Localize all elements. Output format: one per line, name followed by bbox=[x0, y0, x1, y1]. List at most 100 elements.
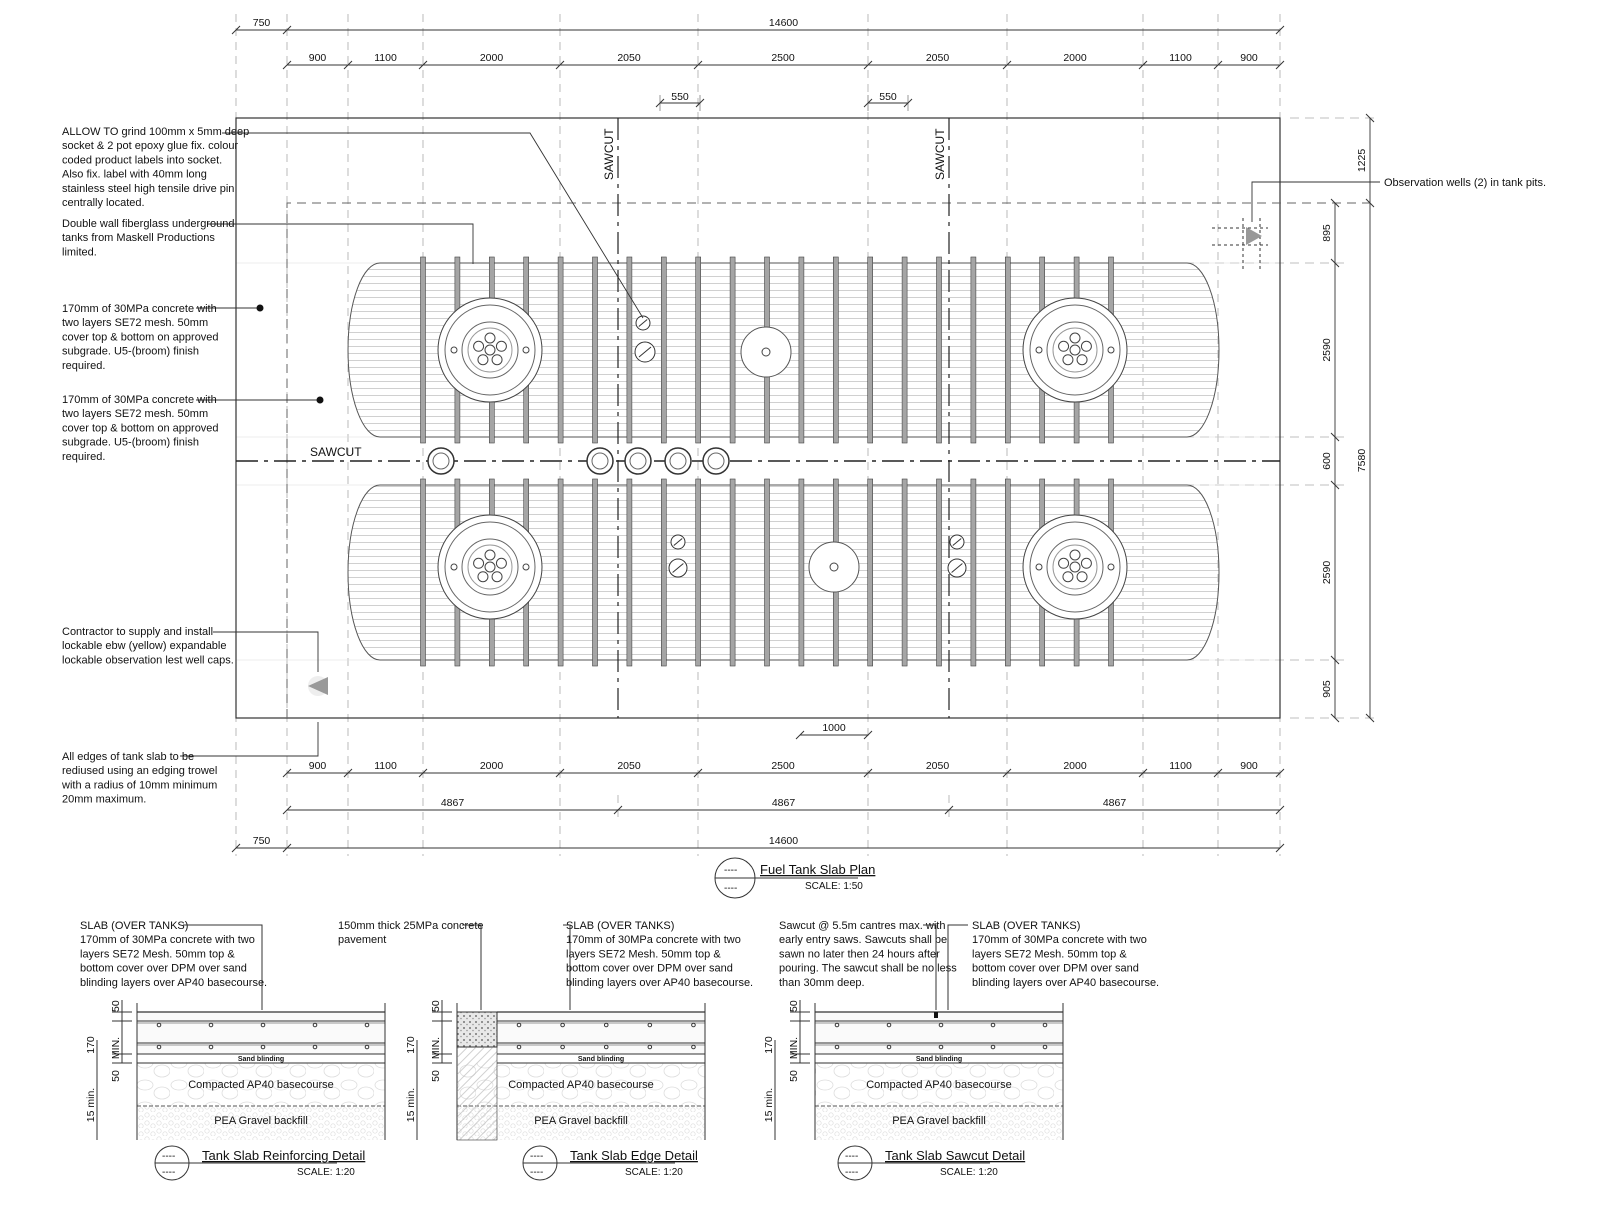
manway-port bbox=[1069, 344, 1081, 356]
rebar-icon bbox=[364, 1044, 370, 1050]
sand-blinding-label: Sand blinding bbox=[578, 1056, 624, 1063]
rebar-icon bbox=[603, 1022, 609, 1028]
dimension-tick bbox=[343, 60, 353, 70]
note-grind: centrally located. bbox=[62, 197, 145, 209]
dimension-tick bbox=[282, 843, 292, 853]
manway-port bbox=[1107, 346, 1115, 354]
sand-blinding-label: Sand blinding bbox=[916, 1056, 962, 1063]
tank-rib bbox=[798, 256, 805, 444]
note-edges: All edges of tank slab to be bbox=[62, 751, 194, 763]
dimension-label: 550 bbox=[879, 91, 897, 103]
detail-scale: SCALE: 1:20 bbox=[297, 1167, 355, 1178]
dimension-label: 2500 bbox=[771, 52, 795, 64]
plan-bubble-ref: ---- bbox=[724, 865, 737, 876]
manway-icon bbox=[437, 297, 543, 403]
dimension-tick bbox=[1330, 432, 1340, 442]
dimension-tick bbox=[693, 60, 703, 70]
gravel-label: PEA Gravel backfill bbox=[214, 1115, 308, 1127]
gravel-layer bbox=[457, 1106, 705, 1140]
manway-icon bbox=[461, 321, 519, 379]
tank-rib bbox=[420, 256, 426, 444]
dimension-tick bbox=[555, 768, 565, 778]
slab-note: SLAB (OVER TANKS) bbox=[80, 920, 188, 932]
rebar-icon bbox=[990, 1022, 996, 1028]
plan-scale: SCALE: 1:50 bbox=[805, 881, 863, 892]
manway-port bbox=[484, 344, 496, 356]
slab-note: bottom cover over DPM over sand bbox=[80, 963, 247, 975]
fitting-icon bbox=[673, 538, 683, 546]
dimension-tick bbox=[1365, 713, 1375, 723]
tank-rib bbox=[729, 478, 736, 667]
dimension-tick bbox=[1002, 60, 1012, 70]
dimension-tick bbox=[1138, 768, 1148, 778]
dimension-label: 2000 bbox=[1063, 52, 1087, 64]
rebar-icon bbox=[208, 1044, 214, 1050]
tanks bbox=[347, 256, 1220, 667]
rebar-icon bbox=[834, 1022, 840, 1028]
manway-port bbox=[1076, 354, 1088, 366]
tank-rib bbox=[1004, 256, 1011, 444]
note-caps: lockable observation lest well caps. bbox=[62, 654, 234, 666]
tank-rib bbox=[867, 478, 874, 667]
rebar-icon bbox=[691, 1022, 696, 1028]
leader-line bbox=[183, 924, 263, 1010]
manway-icon bbox=[437, 514, 543, 620]
detail-bubble-ref: ---- bbox=[530, 1151, 543, 1162]
leader-line bbox=[923, 924, 937, 1010]
dimension-label: 600 bbox=[1321, 452, 1333, 470]
tank-rib bbox=[970, 478, 977, 667]
dimension-label: 2590 bbox=[1321, 338, 1333, 362]
dimension-tick bbox=[863, 98, 873, 108]
dimension-label: 905 bbox=[1321, 680, 1333, 698]
tank-rib bbox=[764, 478, 770, 667]
manway-port bbox=[484, 561, 496, 573]
tank-rib bbox=[592, 478, 598, 667]
manway-icon bbox=[467, 327, 513, 373]
detail-title: Tank Slab Reinforcing Detail bbox=[202, 1148, 365, 1163]
manway-port bbox=[495, 557, 507, 569]
manway-icon bbox=[1052, 327, 1098, 373]
dimension-label: 1100 bbox=[1169, 52, 1192, 64]
slab-note: SLAB (OVER TANKS) bbox=[566, 920, 674, 932]
plan-title-block: ---- ---- Fuel Tank Slab Plan SCALE: 1:5… bbox=[714, 857, 875, 899]
rebar-icon bbox=[156, 1044, 162, 1050]
manway-port bbox=[1107, 563, 1115, 571]
tank-rib bbox=[729, 256, 736, 444]
detail-bubble-ref: ---- bbox=[845, 1151, 858, 1162]
center-fitting-icon bbox=[761, 347, 771, 357]
manway-port bbox=[450, 346, 458, 354]
manway-port bbox=[522, 563, 530, 571]
dimension-tick bbox=[418, 768, 428, 778]
sawcut-note: Sawcut @ 5.5m cantres max. with bbox=[779, 920, 945, 932]
fitting-icon bbox=[951, 563, 963, 573]
basecourse-layer bbox=[815, 1063, 1063, 1106]
dimension-tick bbox=[282, 25, 292, 35]
note-grind: coded product labels into socket. bbox=[62, 154, 222, 166]
pavement-note: pavement bbox=[338, 934, 386, 946]
rebar-icon bbox=[691, 1044, 696, 1050]
rebar-icon bbox=[834, 1044, 840, 1050]
manway-icon bbox=[1046, 538, 1104, 596]
dimension-label: 7580 bbox=[1356, 449, 1368, 473]
rebar-icon bbox=[516, 1022, 522, 1028]
tank-rib bbox=[557, 256, 564, 444]
plan-bubble-ref: ---- bbox=[724, 883, 737, 894]
rebar-icon bbox=[938, 1044, 944, 1050]
dimension-tick bbox=[795, 730, 805, 740]
rebar-icon bbox=[312, 1022, 318, 1028]
detail-scale: SCALE: 1:20 bbox=[625, 1167, 683, 1178]
dimension-tick bbox=[863, 730, 873, 740]
dimension-label: 1225 bbox=[1356, 149, 1368, 173]
fittings bbox=[427, 315, 967, 593]
pavement-subgrade bbox=[456, 1046, 498, 1141]
manway-icon bbox=[461, 538, 519, 596]
dimension-tick bbox=[903, 98, 913, 108]
observation-well-icon bbox=[1212, 218, 1268, 272]
note-concrete-b: two layers SE72 mesh. 50mm bbox=[62, 408, 208, 420]
dimension-label: 50 bbox=[110, 1070, 122, 1082]
manway-port bbox=[1069, 332, 1081, 344]
dimension-label: MIN. bbox=[110, 1037, 122, 1059]
dimension-label: 750 bbox=[253, 835, 271, 847]
plan-title: Fuel Tank Slab Plan bbox=[760, 862, 875, 877]
